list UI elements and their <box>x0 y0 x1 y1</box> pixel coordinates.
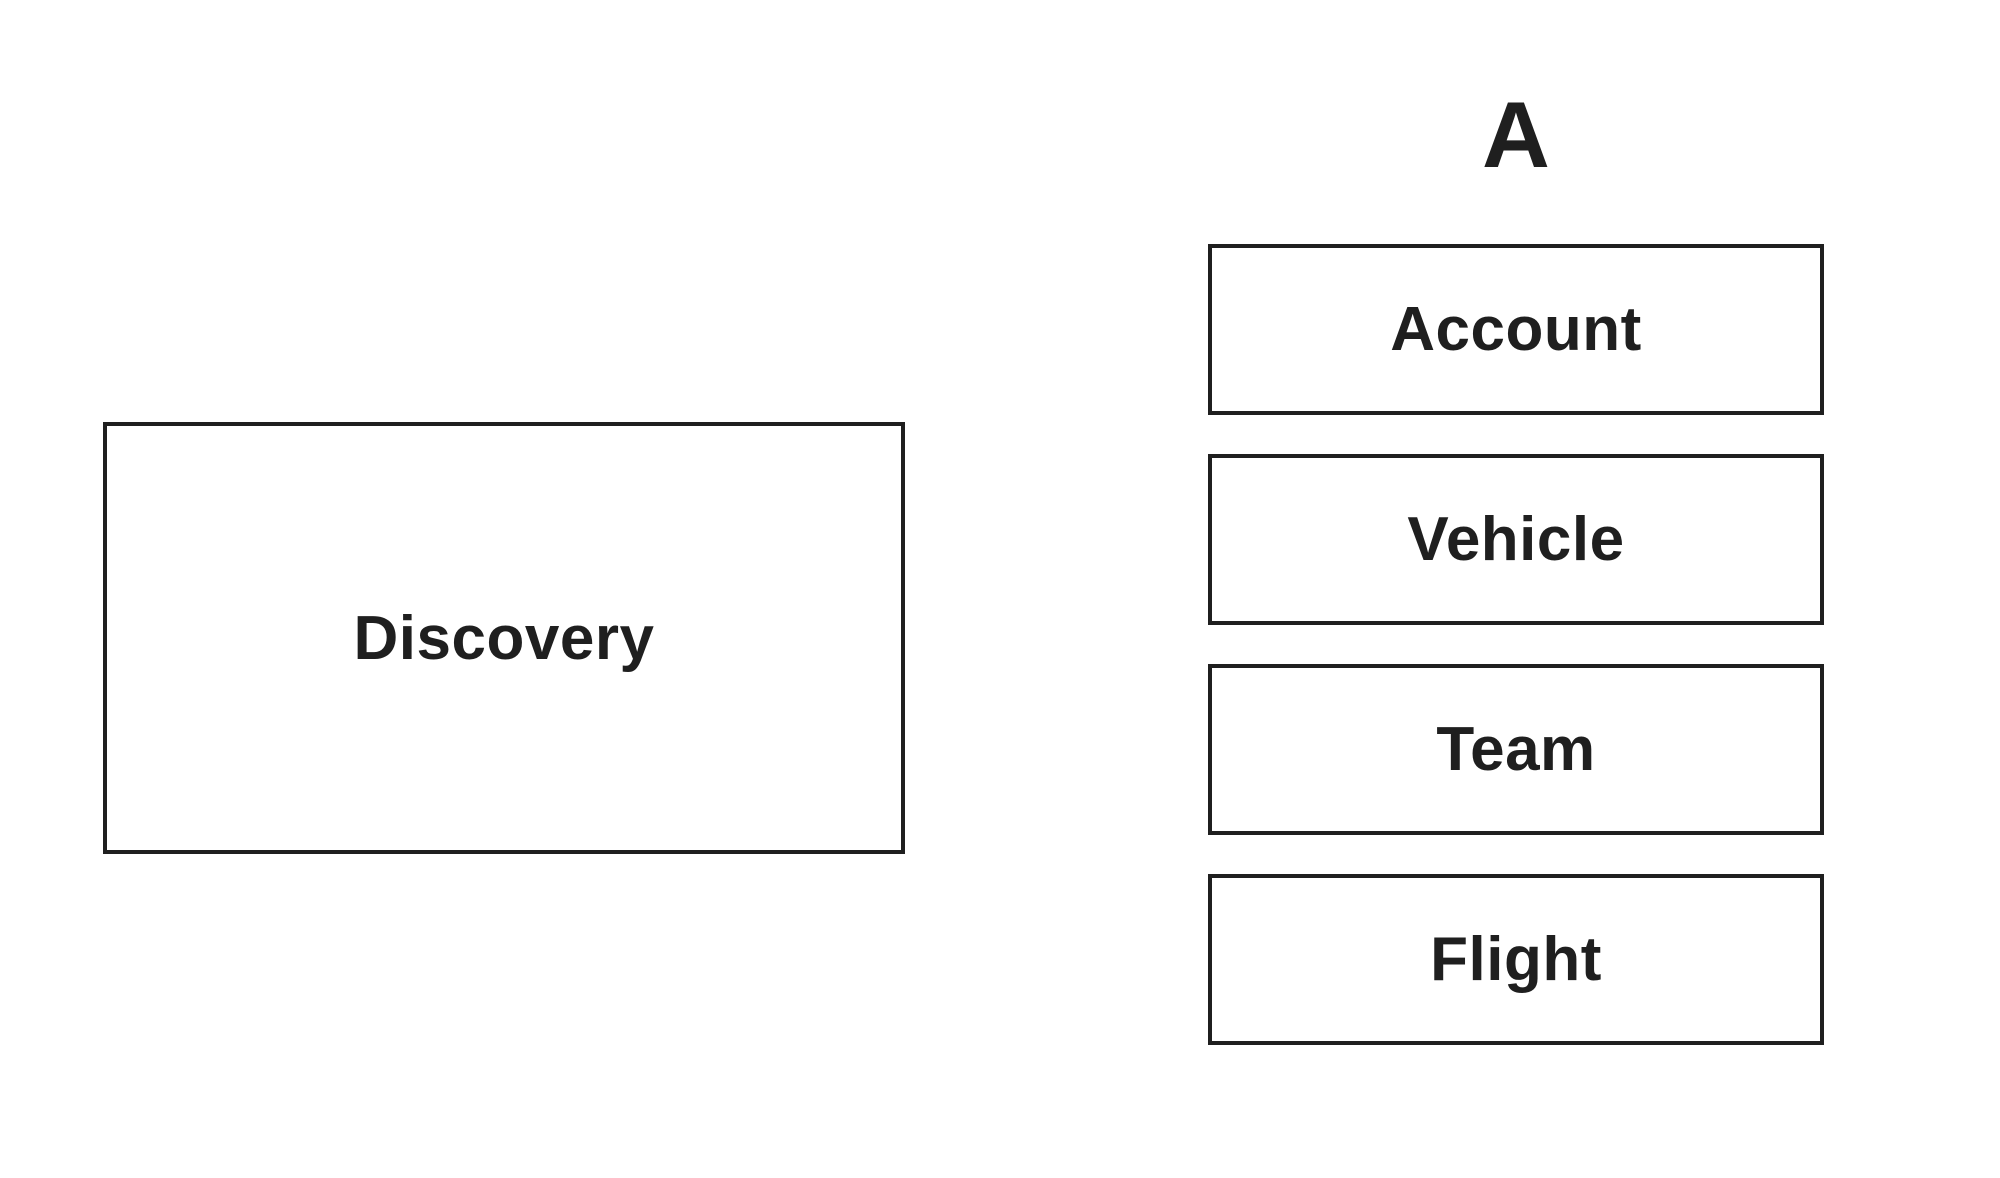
option-box-team: Team <box>1208 664 1824 835</box>
option-box-account-label: Account <box>1390 295 1642 364</box>
option-box-vehicle: Vehicle <box>1208 454 1824 625</box>
option-box-flight-label: Flight <box>1430 925 1602 994</box>
option-box-vehicle-label: Vehicle <box>1407 505 1625 574</box>
option-box-account: Account <box>1208 244 1824 415</box>
discovery-box-label: Discovery <box>353 603 655 673</box>
option-box-flight: Flight <box>1208 874 1824 1045</box>
column-a-header: A <box>1482 82 1550 187</box>
option-box-team-label: Team <box>1436 715 1596 784</box>
discovery-box: Discovery <box>103 422 905 854</box>
